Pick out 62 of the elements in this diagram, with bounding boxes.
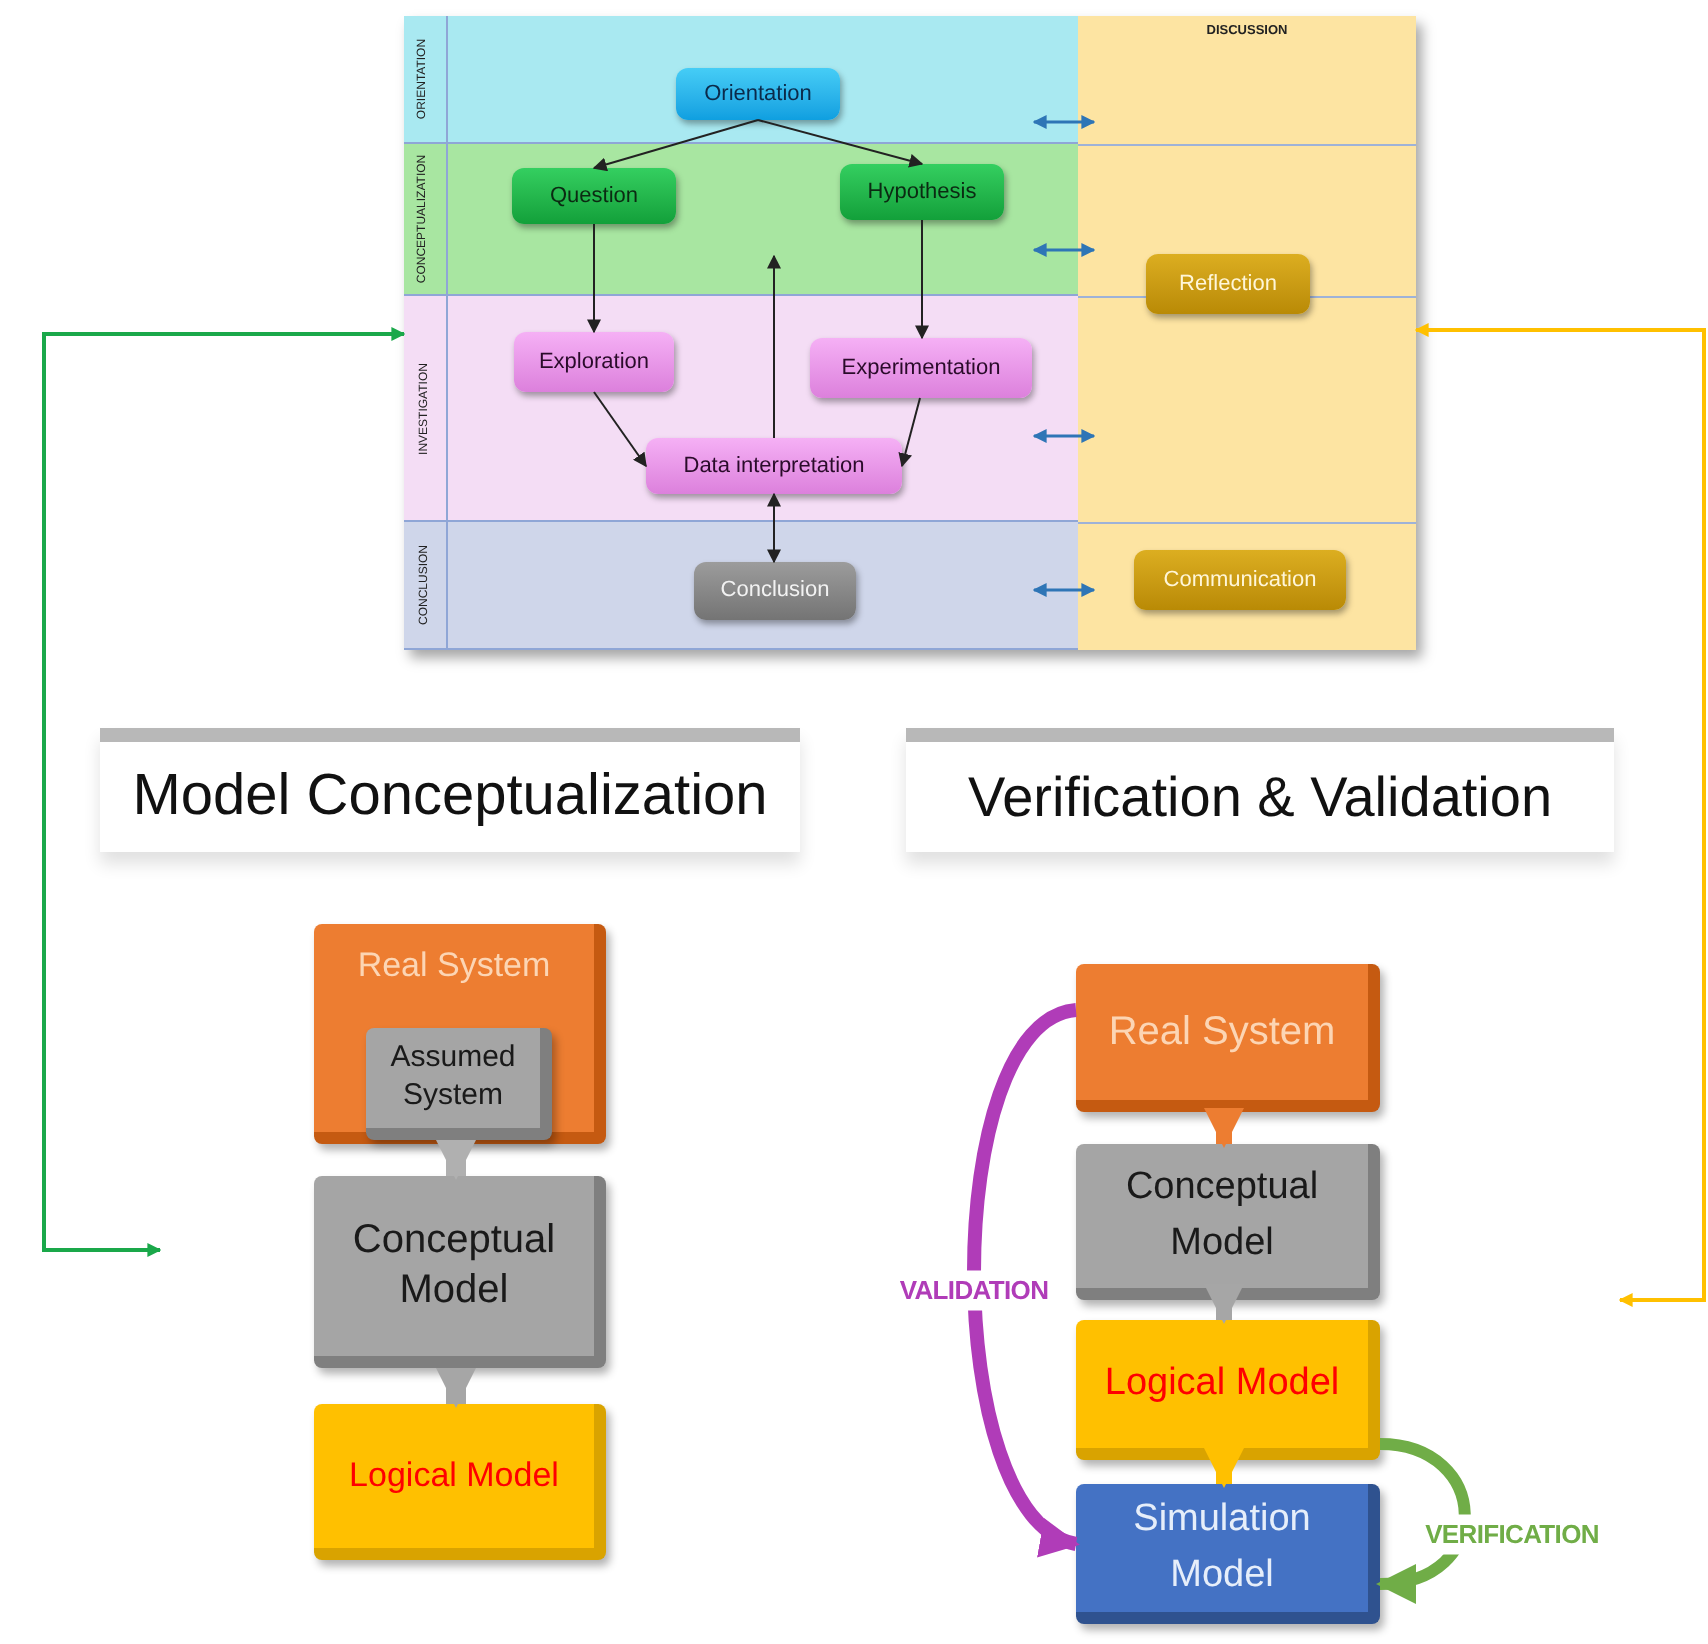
block-box [1076, 964, 1380, 1112]
block-box [1076, 1144, 1380, 1300]
block-arrow [436, 1140, 476, 1180]
swimlane-band [404, 522, 1078, 650]
box-label: Real System [1108, 1008, 1336, 1058]
arrow [1032, 243, 1096, 257]
block-box [1076, 1484, 1380, 1624]
block-box [366, 1028, 552, 1140]
block-arrow [1204, 1448, 1244, 1488]
process-box [810, 338, 1032, 398]
box-label: Experimentation [841, 353, 1001, 384]
arrow [915, 219, 929, 340]
arrow [1414, 323, 1706, 1307]
block-arrow [1204, 1284, 1244, 1324]
process-box [1146, 254, 1310, 314]
section-heading: Model Conceptualization [100, 728, 800, 852]
box-label: Exploration [538, 347, 650, 378]
arrow [767, 254, 781, 439]
process-box [512, 168, 676, 224]
arrow [592, 119, 759, 172]
box-label: Logical Model [349, 1454, 559, 1499]
arrow [1032, 115, 1096, 129]
box-label: Logical Model [1104, 1359, 1340, 1408]
box-label: Orientation [704, 79, 812, 110]
box-label: Conceptual Model [1123, 1163, 1321, 1268]
block-box [314, 924, 606, 1144]
box-label: Assumed System [388, 1040, 518, 1116]
section-heading: Verification & Validation [906, 728, 1614, 852]
arrow [757, 119, 924, 168]
block-arrow [1204, 1108, 1244, 1148]
block-box [1076, 1320, 1380, 1460]
arrow [1032, 583, 1096, 597]
block-arrow [436, 1368, 476, 1408]
swimlane-band [404, 16, 1078, 144]
swimlane-band [404, 144, 1078, 296]
block-box [314, 1176, 606, 1368]
box-label: Real System [357, 944, 551, 988]
box-label: Question [549, 181, 639, 212]
box-label: Conclusion [720, 576, 830, 607]
arrow [1032, 429, 1096, 443]
arrow [593, 391, 647, 468]
arrow [898, 397, 921, 468]
arrow [767, 492, 781, 564]
arrow [42, 327, 406, 1257]
edge-label: VALIDATION [895, 1270, 1053, 1310]
box-label: Conceptual Model [350, 1216, 558, 1316]
box-label: Reflection [1179, 269, 1277, 300]
block-box [314, 1404, 606, 1560]
edge-label: VERIFICATION [1421, 1514, 1603, 1554]
box-label: Communication [1163, 565, 1317, 596]
swimlane-band [404, 296, 1078, 522]
box-label: Simulation Model [1131, 1495, 1313, 1600]
process-box [514, 332, 674, 392]
swimlane-column [1078, 16, 1416, 650]
box-label: Data interpretation [683, 451, 865, 482]
process-box [646, 438, 902, 494]
process-box [676, 68, 840, 120]
box-label: Hypothesis [867, 177, 977, 208]
process-box [1134, 550, 1346, 610]
process-box [840, 164, 1004, 220]
arrow [587, 223, 601, 334]
process-box [694, 562, 856, 620]
